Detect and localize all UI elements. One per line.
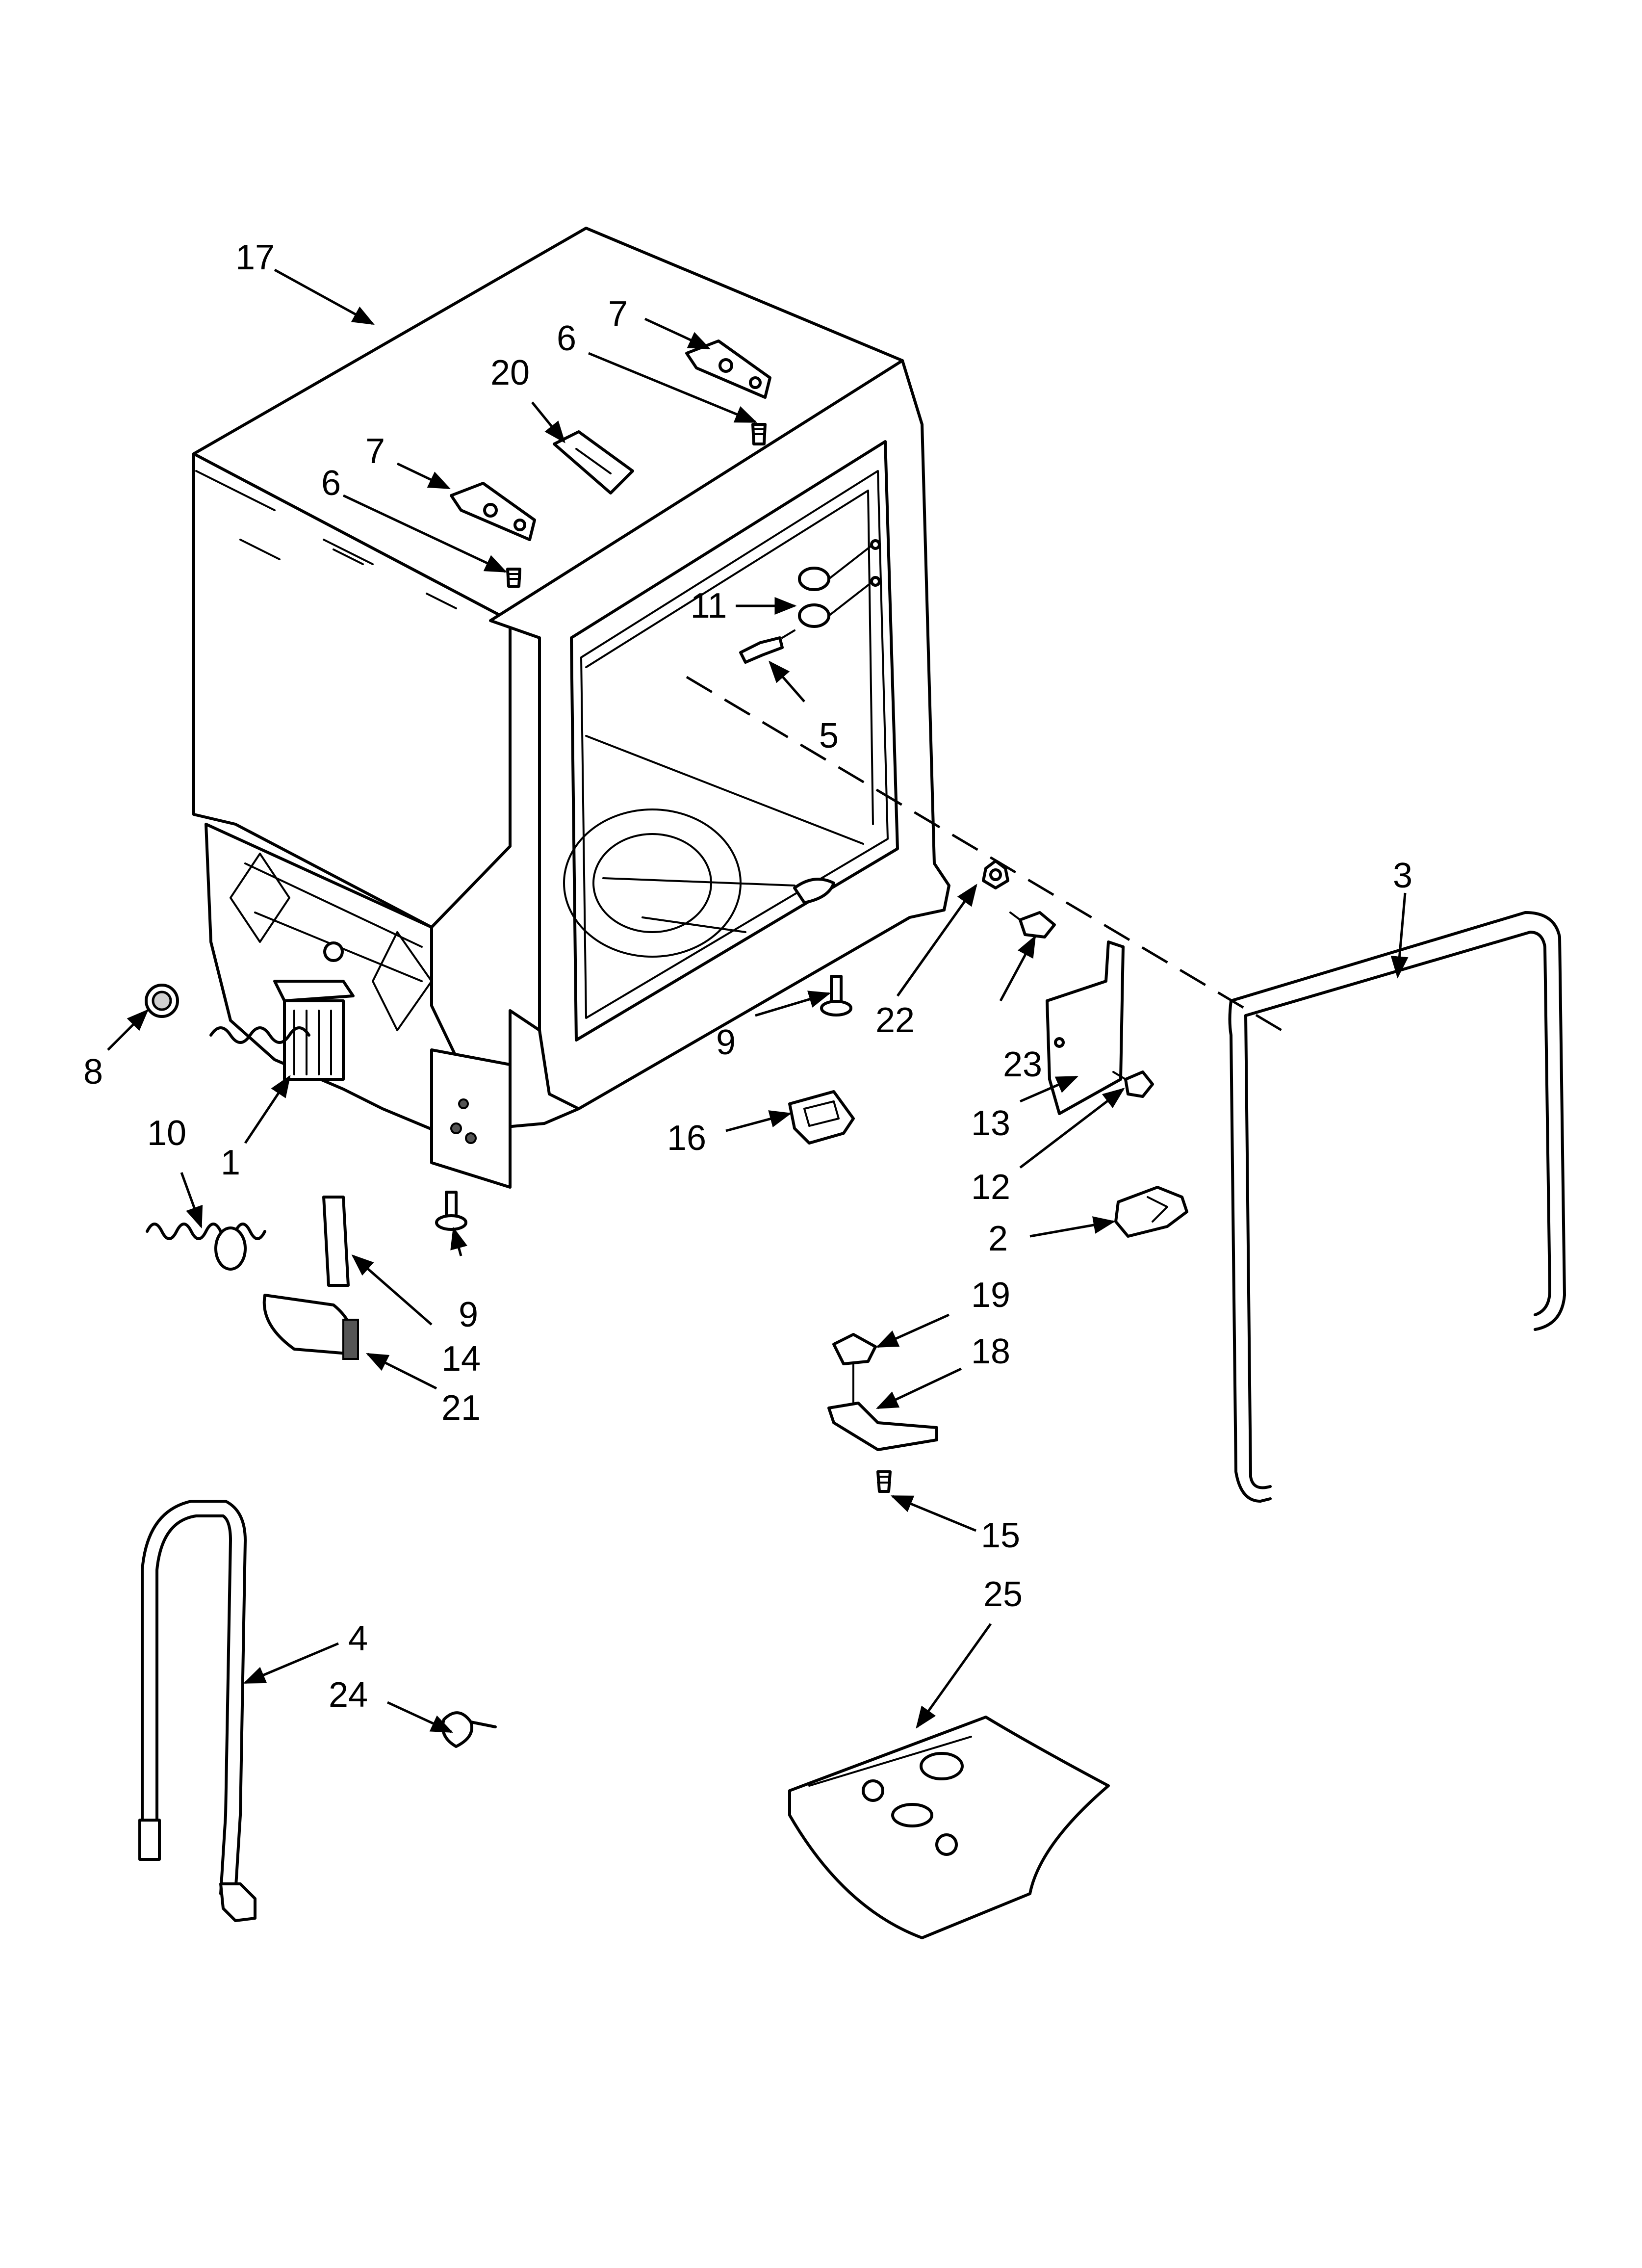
dishwasher-tub (192, 227, 950, 1189)
part-11-rollers (798, 539, 881, 628)
part-3-gasket (1228, 911, 1566, 1503)
part-4-hose (138, 1500, 257, 1922)
callout-11: 11 (691, 586, 727, 626)
alignment-line (686, 676, 1291, 1037)
callout-5: 5 (819, 716, 839, 756)
part-20-clip (553, 430, 634, 495)
part-13-bracket (1046, 940, 1125, 1115)
callout-16: 16 (667, 1119, 706, 1158)
callout-3: 3 (1393, 856, 1412, 895)
callout-14: 14 (441, 1339, 481, 1379)
callout-24: 24 (329, 1675, 368, 1715)
part-18-bracket (827, 1402, 938, 1451)
part-12-screw (1112, 1070, 1154, 1098)
callout-21: 21 (441, 1388, 481, 1428)
callout-7-upper: 7 (608, 294, 628, 334)
part-23-screw (1009, 911, 1056, 938)
part-24-clamp (441, 1711, 497, 1748)
callout-18: 18 (971, 1332, 1010, 1371)
part-9-foot-lower (435, 1191, 467, 1231)
part-5-screw (739, 629, 795, 664)
callout-19: 19 (971, 1276, 1010, 1315)
part-14-strip (322, 1196, 350, 1287)
part-16-clip (788, 1090, 855, 1145)
callout-13: 13 (971, 1104, 1010, 1143)
part-6-screw-left (506, 568, 521, 588)
callout-10: 10 (147, 1114, 186, 1153)
callout-6-lower: 6 (321, 464, 341, 503)
callout-17: 17 (235, 238, 275, 277)
part-6-screw-right (751, 423, 767, 445)
part-15-screw (876, 1470, 892, 1493)
part-21-pad (262, 1294, 359, 1360)
part-7-bracket-right (685, 339, 771, 399)
callout-22: 22 (875, 1001, 915, 1040)
callout-9-upper: 9 (716, 1023, 736, 1062)
leader-lines (107, 268, 1409, 1733)
part-8-grommet (145, 984, 179, 1018)
callout-6-upper: 6 (557, 319, 576, 358)
part-7-bracket-left (450, 482, 536, 541)
callout-labels: 17 7 6 20 7 6 11 5 3 8 10 1 9 22 23 13 1… (83, 238, 1412, 1715)
callout-9-lower: 9 (459, 1295, 478, 1334)
callout-4: 4 (348, 1619, 368, 1658)
callout-8: 8 (83, 1052, 103, 1092)
callout-12: 12 (971, 1168, 1010, 1207)
callout-20: 20 (490, 353, 530, 392)
callout-15: 15 (981, 1516, 1020, 1555)
part-25-hardware-bag (788, 1716, 1110, 1939)
part-10-spring (146, 1223, 266, 1271)
callout-23: 23 (1003, 1045, 1042, 1084)
callout-1: 1 (221, 1143, 240, 1182)
part-2-latch (1114, 1186, 1188, 1238)
callout-2: 2 (988, 1219, 1008, 1258)
part-9-foot-upper (820, 975, 852, 1017)
callout-7-lower: 7 (365, 432, 385, 471)
part-19-switch (832, 1333, 877, 1404)
callout-25: 25 (983, 1575, 1023, 1614)
